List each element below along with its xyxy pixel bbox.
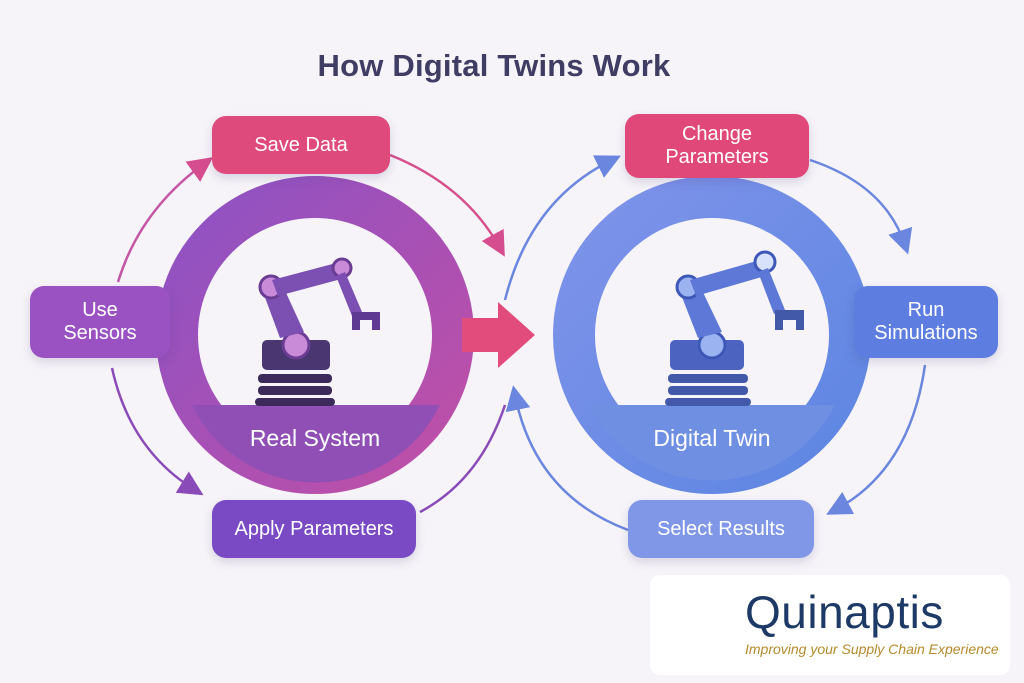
digital-twin-label: Digital Twin <box>653 425 771 451</box>
real-system-label: Real System <box>249 425 381 451</box>
page-title: How Digital Twins Work <box>317 48 671 83</box>
save-data-label: Save Data <box>254 133 348 156</box>
robot-arm-icon-left <box>255 257 380 406</box>
change-parameters-label-line2: Parameters <box>665 146 769 168</box>
change-parameters-step: Change Parameters <box>625 114 809 178</box>
robot-arm-icon-right <box>665 250 804 406</box>
use-sensors-step: Use Sensors <box>30 286 170 358</box>
use-sensors-label-line1: Use <box>82 299 118 321</box>
arrow-run-to-select <box>826 364 927 515</box>
select-results-step: Select Results <box>628 500 814 558</box>
digital-twin-ring <box>553 176 871 494</box>
arrow-select-to-center <box>505 385 629 532</box>
run-simulations-label-line1: Run <box>907 299 945 321</box>
run-simulations-label-line2: Simulations <box>874 322 978 344</box>
use-sensors-label-line2: Sensors <box>63 322 137 344</box>
apply-parameters-label: Apply Parameters <box>234 517 394 540</box>
arrow-center-to-change <box>503 155 621 301</box>
change-parameters-label-line1: Change <box>681 123 753 145</box>
select-results-label: Select Results <box>657 517 785 540</box>
save-data-step: Save Data <box>212 116 390 174</box>
arrow-sensors-to-save <box>116 157 214 283</box>
arrow-sensors-to-apply <box>110 367 204 496</box>
real-system-ring <box>156 176 474 494</box>
logo-tagline: Improving your Supply Chain Experience <box>745 641 999 657</box>
logo-name: Quinaptis <box>745 586 944 638</box>
arrow-save-to-center <box>389 153 505 257</box>
center-transfer-arrow <box>462 302 535 368</box>
apply-parameters-step: Apply Parameters <box>212 500 416 558</box>
run-simulations-step: Run Simulations <box>854 286 998 358</box>
arrow-apply-to-center <box>419 404 507 514</box>
logo-card <box>650 575 1010 675</box>
arrow-change-to-run <box>809 158 913 255</box>
